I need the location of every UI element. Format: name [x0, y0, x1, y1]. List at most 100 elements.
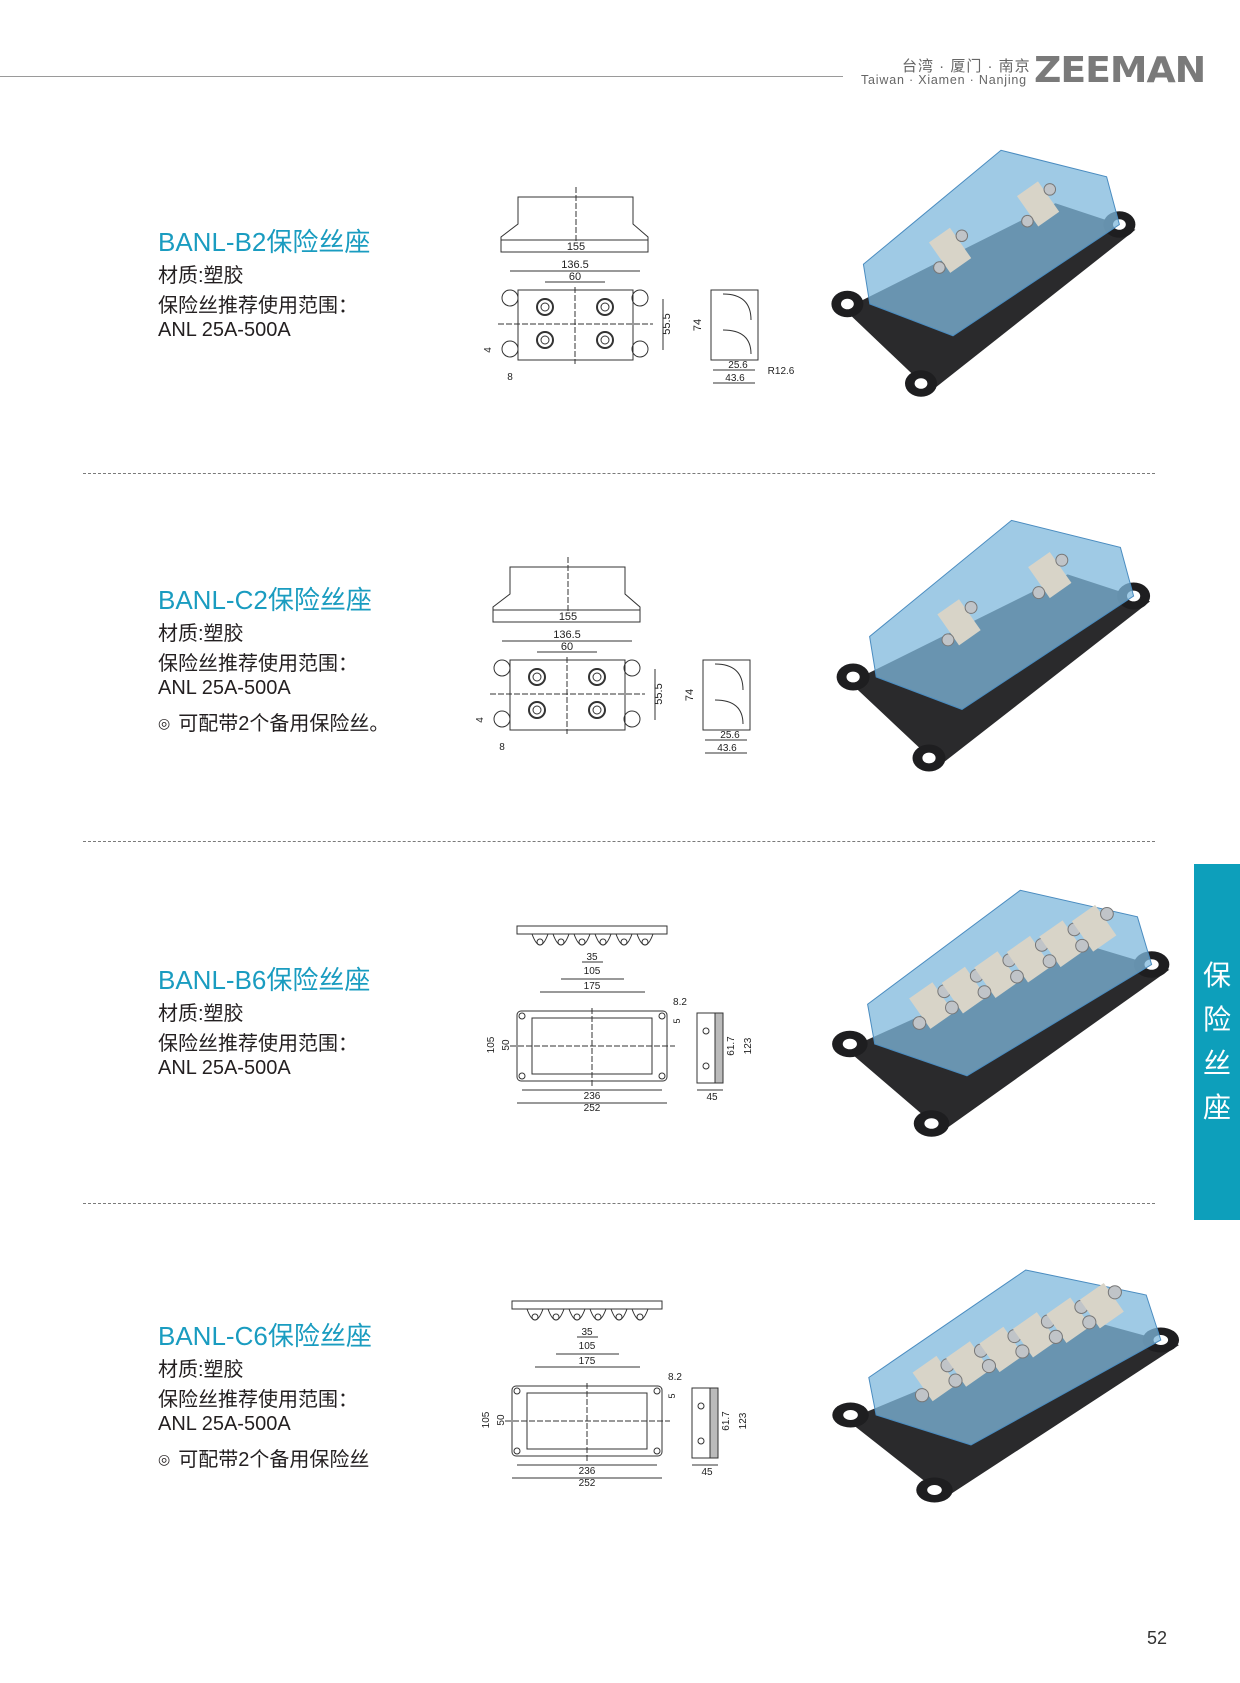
product-photo — [832, 889, 1170, 1137]
fuse-range-value-text: ANL 25A-500A — [158, 319, 291, 341]
section-divider — [83, 1203, 1155, 1204]
side-view — [702, 659, 751, 754]
dim-side-height: 123 — [738, 1412, 749, 1429]
product-material-text: 材质:塑胶 — [158, 265, 244, 287]
side-view — [710, 289, 759, 384]
dim-depth: 45 — [706, 1092, 718, 1103]
product-photo — [831, 149, 1136, 397]
dim-height: 74 — [692, 319, 704, 331]
product-title: BANL-C2保险丝座 — [158, 580, 372, 617]
dim-span-3: 105 — [579, 1341, 596, 1352]
dim-side-holes: 61.7 — [726, 1036, 737, 1056]
dim-pitch: 35 — [581, 1327, 593, 1338]
dim-bolt-span: 60 — [569, 271, 581, 283]
plan-view — [498, 270, 664, 364]
product-material-text: 材质:塑胶 — [158, 1359, 244, 1381]
fuse-range-label: 保险丝推荐使用范围： — [158, 1027, 358, 1056]
dim-side-a: 25.6 — [728, 360, 748, 371]
fuse-range-value-text: ANL 25A-500A — [158, 1413, 291, 1435]
dim-side-b: 43.6 — [717, 743, 737, 754]
fuse-range-label-text: 保险丝推荐使用范围： — [158, 1033, 358, 1055]
bullet-icon: ◎ — [158, 1451, 171, 1467]
dim-side-a: 25.6 — [720, 730, 740, 741]
product-note: ◎可配带2个备用保险丝。 — [158, 707, 389, 736]
dim-length-outer: 252 — [579, 1478, 596, 1489]
product-note: ◎ 可配带2个备用保险丝 — [158, 1443, 369, 1472]
product-title-text: BANL-C2保险丝座 — [158, 585, 372, 615]
dim-length-inner: 236 — [579, 1466, 596, 1477]
dim-hole-diameter: 4 — [475, 717, 486, 723]
section-divider — [83, 841, 1155, 842]
product-photo — [836, 519, 1151, 772]
dim-hole-span: 136.5 — [553, 629, 581, 641]
dim-top-width: 155 — [559, 611, 577, 623]
product-photo — [832, 889, 1170, 1137]
fuse-range-value-text: ANL 25A-500A — [158, 677, 291, 699]
section-divider — [83, 473, 1155, 474]
front-view — [492, 557, 641, 623]
dim-length-outer: 252 — [584, 1103, 601, 1114]
front-view — [500, 187, 649, 253]
header-locations-en: Taiwan · Xiamen · Nanjing — [861, 73, 1027, 87]
side-tab-char: 险 — [1202, 1004, 1231, 1035]
product-material-text: 材质:塑胶 — [158, 623, 244, 645]
dim-hole-edge: 5 — [672, 1018, 682, 1023]
dim-length-inner: 236 — [584, 1091, 601, 1102]
product-material: 材质:塑胶 — [158, 617, 244, 646]
product-title-text: BANL-C6保险丝座 — [158, 1321, 372, 1351]
dim-depth: 45 — [701, 1467, 713, 1478]
side-tab-char: 座 — [1202, 1092, 1231, 1123]
fuse-range-value: ANL 25A-500A — [158, 319, 291, 342]
product-title-text: BANL-B2保险丝座 — [158, 227, 371, 257]
fuse-range-value: ANL 25A-500A — [158, 1057, 291, 1080]
dim-span-5: 175 — [579, 1356, 596, 1367]
product-material-text: 材质:塑胶 — [158, 1003, 244, 1025]
product-material: 材质:塑胶 — [158, 1353, 244, 1382]
product-photo — [832, 1269, 1180, 1503]
dim-top-width: 155 — [567, 241, 585, 253]
product-title: BANL-B2保险丝座 — [158, 222, 370, 259]
header-locations-cn: 台湾 · 厦门 · 南京 — [902, 58, 1031, 75]
fuse-range-value: ANL 25A-500A — [158, 677, 291, 700]
dim-hole-offset: 8.2 — [668, 1372, 682, 1383]
dim-span-5: 175 — [584, 981, 601, 992]
fuse-range-label-text: 保险丝推荐使用范围： — [158, 653, 358, 675]
dim-width-outer: 105 — [486, 1036, 497, 1053]
product-title: BANL-C6保险丝座 — [158, 1316, 372, 1353]
dim-radius: R12.6 — [768, 366, 795, 377]
category-side-tab: 保 险 丝 座 — [1194, 864, 1240, 1220]
product-photo — [831, 149, 1136, 397]
product-material: 材质:塑胶 — [158, 259, 244, 288]
plan-view — [510, 1008, 675, 1104]
brand-logo: ZEEMAN — [1034, 50, 1206, 91]
product-title: BANL-B6保险丝座 — [158, 960, 370, 997]
dim-side-b: 43.6 — [725, 373, 745, 384]
dim-bolt-span: 60 — [561, 641, 573, 653]
dim-width-outer: 105 — [481, 1411, 492, 1428]
product-note-text: 可配带2个备用保险丝 — [178, 1449, 370, 1471]
dim-side-height: 123 — [743, 1037, 754, 1054]
fuse-range-label-text: 保险丝推荐使用范围： — [158, 295, 358, 317]
fuse-range-label: 保险丝推荐使用范围： — [158, 647, 358, 676]
fuse-range-label-text: 保险丝推荐使用范围： — [158, 1389, 358, 1411]
dim-ear-width: 8 — [507, 372, 513, 383]
dim-side-holes: 61.7 — [721, 1411, 732, 1431]
product-photo — [836, 519, 1151, 772]
plan-view — [490, 640, 656, 734]
dim-hole-span: 136.5 — [561, 259, 589, 271]
dim-height: 74 — [684, 689, 696, 701]
side-view — [696, 1012, 724, 1091]
header-rule — [0, 76, 843, 77]
side-tab-char: 丝 — [1202, 1048, 1231, 1079]
dim-pitch: 35 — [586, 952, 598, 963]
fuse-range-label: 保险丝推荐使用范围： — [158, 289, 358, 318]
page-number: 52 — [1147, 1628, 1168, 1648]
dim-ear-width: 8 — [499, 742, 505, 753]
front-view — [511, 1300, 663, 1368]
dim-span-3: 105 — [584, 966, 601, 977]
dim-bolt-vertical: 55.5 — [661, 313, 673, 334]
dim-width-inner: 50 — [496, 1414, 507, 1426]
